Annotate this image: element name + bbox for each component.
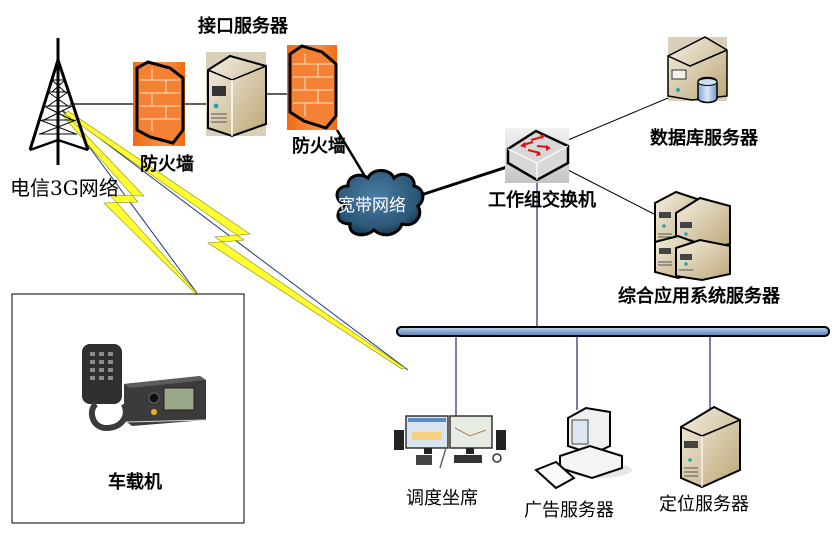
label-broadband-network: 宽带网络 [338, 196, 406, 216]
label-workgroup-switch: 工作组交换机 [488, 190, 596, 211]
wired-links [70, 93, 711, 440]
server-cluster-icon [654, 190, 731, 282]
link-switch-app-servers [567, 169, 655, 215]
database-server-icon [667, 36, 728, 104]
label-firewall-left: 防火墙 [140, 154, 194, 175]
label-ad-server: 广告服务器 [524, 500, 614, 521]
link-switch-db-server [567, 97, 669, 141]
label-vehicle-terminal: 车载机 [108, 472, 162, 493]
dispatch-console-icon [394, 415, 506, 469]
firewall-icon [287, 44, 338, 130]
label-3g-network: 电信3G网络 [10, 176, 119, 200]
lightning-bolt-dispatch [64, 110, 406, 370]
desktop-computer-icon [534, 406, 632, 490]
network-switch-icon [505, 128, 570, 183]
lightning-bolt-vehicle [62, 112, 198, 294]
firewall-icon [133, 60, 185, 146]
network-bus [396, 326, 830, 337]
cloud-icon [335, 169, 425, 237]
label-database-server: 数据库服务器 [650, 128, 758, 149]
label-firewall-right: 防火墙 [292, 136, 346, 157]
label-app-system-servers: 综合应用系统服务器 [618, 286, 780, 307]
vehicle-radio-icon [82, 344, 207, 432]
wireless-links [61, 109, 409, 371]
server-icon [206, 52, 267, 138]
vehicle-frame [11, 293, 245, 524]
label-dispatch-seat: 调度坐席 [406, 488, 478, 509]
server-icon [680, 405, 741, 489]
label-interface-server: 接口服务器 [198, 16, 288, 37]
cell-tower-icon [28, 38, 90, 165]
link-cloud-switch [417, 164, 511, 198]
label-location-server: 定位服务器 [659, 494, 749, 515]
